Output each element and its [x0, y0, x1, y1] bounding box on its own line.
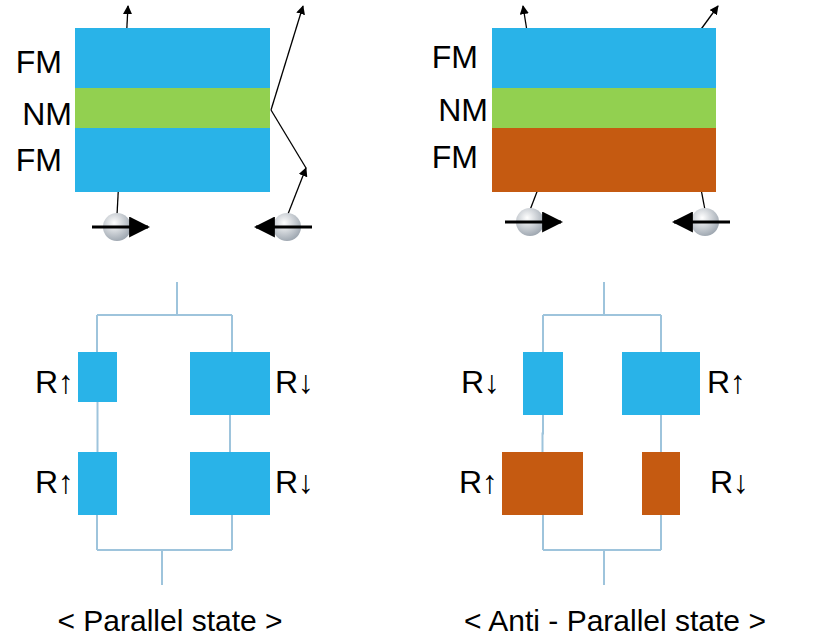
layer-label: FM [432, 141, 478, 173]
electron [92, 208, 730, 241]
resistor-label: R↑ [35, 466, 74, 498]
resistor-box: R↓ [642, 452, 680, 515]
resistor-label: R↓ [461, 366, 500, 398]
layer-label: FM [16, 46, 62, 78]
resistor-label: R↓ [275, 366, 314, 398]
resistor-box: R↑ [78, 452, 117, 515]
layer-label: FM [16, 144, 62, 176]
resistor-box: R↑ [78, 352, 117, 402]
resistor-label: R↑ [459, 466, 498, 498]
resistor-box: R↓ [190, 452, 270, 515]
resistor-label: R↓ [710, 466, 749, 498]
wire [97, 402, 99, 452]
resistor-box: R↓ [190, 352, 270, 415]
resistor-label: R↓ [275, 466, 314, 498]
layer-band: FM [492, 128, 716, 192]
layer-band: FM [75, 128, 270, 192]
resistor-box: R↑ [502, 452, 583, 515]
layer-band: NM [75, 88, 270, 128]
resistor-label: R↑ [707, 366, 746, 398]
layer-band: FM [75, 28, 270, 88]
layer-label: NM [438, 94, 488, 126]
layer-band: FM [492, 28, 716, 88]
wire [660, 415, 662, 452]
resistor-box: R↑ [622, 352, 700, 415]
layer-band: NM [492, 88, 716, 128]
resistor-box: R↓ [523, 352, 563, 415]
layer-label: FM [432, 41, 478, 73]
state-caption: < Parallel state > [57, 606, 282, 636]
resistor-label: R↑ [35, 366, 74, 398]
wire [229, 415, 231, 452]
wire [97, 282, 661, 585]
wire [542, 415, 545, 452]
layer-label: NM [22, 98, 72, 130]
state-caption: < Anti - Parallel state > [464, 606, 766, 636]
